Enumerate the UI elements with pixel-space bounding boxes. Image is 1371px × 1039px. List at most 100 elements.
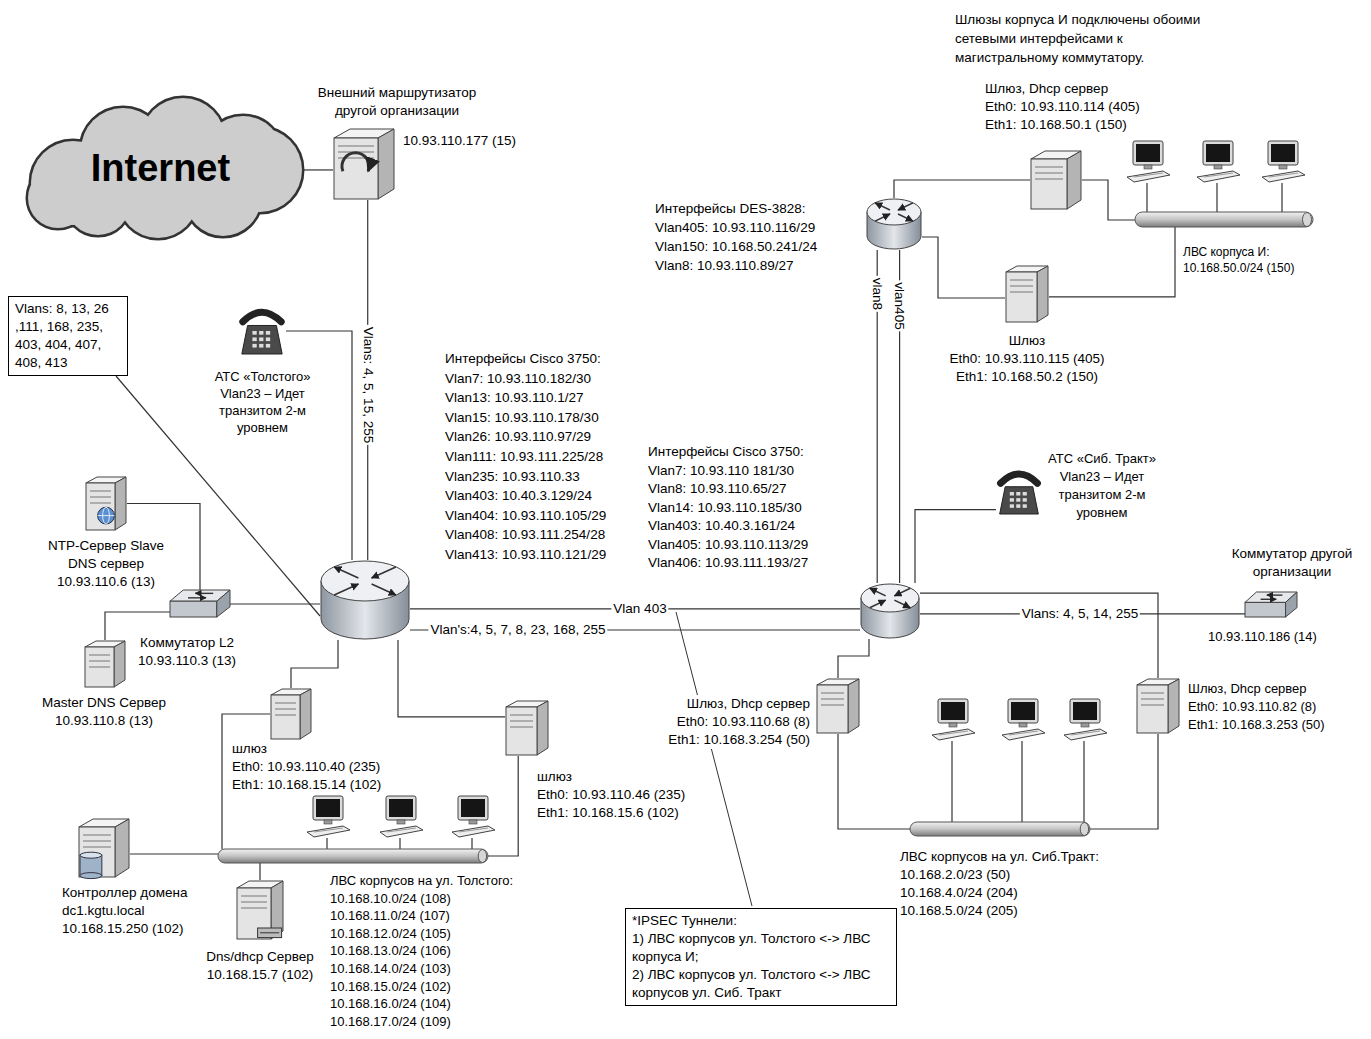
connector	[259, 863, 260, 880]
bus-icon	[910, 822, 1090, 836]
switch-icon	[170, 590, 230, 618]
note-box: *IPSEC Туннели:1) ЛВС корпусов ул. Толст…	[625, 908, 897, 1006]
node-text: шлюз	[537, 768, 572, 786]
node-text: Внешний маршрутизатор другой организации	[307, 84, 487, 120]
node-text: Dns/dhcp Сервер	[206, 948, 314, 966]
text-group: Коммутатор другой организации	[1222, 545, 1362, 581]
text-group: Master DNS Сервер10.93.110.8 (13)	[40, 694, 168, 730]
node-text: Коммутатор L2	[140, 634, 234, 652]
edge-label: Vlans: 4, 5, 15, 255	[361, 325, 376, 445]
node-text: 10.168.16.0/24 (104)	[330, 995, 451, 1013]
node-text: Vlan405: 10.93.110.116/29	[655, 218, 815, 237]
pc-icon	[932, 699, 975, 740]
node-text: 10.168.50.0/24 (150)	[1183, 260, 1294, 276]
text-group: Шлюз, Dhcp серверEth0: 10.93.110.82 (8)E…	[1188, 680, 1366, 734]
node-text: Vlan408: 10.93.111.254/28	[445, 525, 605, 545]
cloud-node: Internet	[18, 98, 303, 238]
text-group: Dns/dhcp Сервер10.168.15.7 (102)	[195, 948, 325, 984]
pbx-node: АТС «Сиб. Тракт» Vlan23 – Идет транзитом…	[996, 470, 1042, 514]
connector	[286, 331, 352, 560]
node-text: 10.93.110.6 (13)	[57, 573, 155, 591]
leader-line	[676, 612, 752, 906]
text-group: Интерфейсы Cisco 3750:Vlan7: 10.93.110.1…	[445, 349, 660, 565]
text-group: NTP-Сервер Slave DNS сервер10.93.110.6 (…	[43, 537, 169, 591]
text-group: АТС «Толстого» Vlan23 – Идет транзитом 2…	[205, 368, 320, 436]
text-group: 10.93.110.186 (14)	[1208, 628, 1338, 646]
router-icon	[866, 198, 922, 250]
node-text: 10.93.110.3 (13)	[138, 652, 236, 670]
text-group: Коммутатор L210.93.110.3 (13)	[127, 634, 247, 670]
node-text: Интерфейсы DES-3828:	[655, 199, 806, 218]
lan-bus: ЛВС корпусов на ул. Сиб.Тракт:10.168.2.0…	[910, 822, 1090, 836]
node-text: Контроллер домена dc1.kgtu.local	[62, 884, 222, 920]
node-text: Vlan7: 10.93.110.182/30	[445, 369, 591, 389]
node-text: Шлюз	[1009, 332, 1046, 350]
server-icon	[816, 678, 860, 734]
bus-icon	[218, 849, 488, 863]
pbx-node: АТС «Толстого» Vlan23 – Идет транзитом 2…	[238, 308, 286, 354]
node-text: Vlan111: 10.93.111.225/28	[445, 447, 603, 467]
connector	[230, 603, 320, 604]
node-text: Vlan7: 10.93.110 181/30	[648, 462, 794, 481]
connector	[303, 169, 333, 170]
note-box: Vlans: 8, 13, 26 ,111, 168, 235, 403, 40…	[8, 296, 128, 376]
ext-icon	[333, 128, 395, 200]
node-text: Vlan403: 10.40.3.161/24	[648, 517, 795, 536]
node-text: *IPSEC Туннели:	[632, 912, 737, 930]
node-text: 10.168.4.0/24 (204)	[900, 884, 1018, 902]
node-text: 10.168.5.0/24 (205)	[900, 902, 1018, 920]
note-label: Шлюзы корпуса И подключены обоими сетевы…	[955, 10, 1227, 67]
server-icon	[1136, 678, 1180, 734]
core-switch: Интерфейсы Cisco 3750:Vlan7: 10.93.110 1…	[860, 583, 920, 639]
node-text: Шлюз, Dhcp сервер	[687, 695, 810, 713]
router-icon	[860, 583, 920, 639]
connector	[915, 510, 996, 583]
node-text: 10.93.110.177 (15)	[403, 132, 516, 150]
node-text: Eth0: 10.93.110.82 (8)	[1188, 698, 1316, 716]
pc-icon	[307, 796, 350, 837]
edge-label: Vlans: 4, 5, 14, 255	[1020, 606, 1140, 621]
phone-icon	[996, 470, 1042, 514]
switch-node: Коммутатор другой организации10.93.110.1…	[1245, 592, 1297, 618]
connector	[838, 734, 910, 829]
node-text: Eth1: 10.168.3.254 (50)	[668, 731, 810, 749]
pc-icon	[1127, 141, 1170, 182]
edge-label-holder: vlan405	[891, 280, 907, 331]
node-text: 1) ЛВС корпусов ул. Толстого <-> ЛВС кор…	[632, 930, 890, 966]
node-text: Eth1: 10.168.3.253 (50)	[1188, 716, 1325, 734]
gateway-node: шлюзEth0: 10.93.110.40 (235)Eth1: 10.168…	[270, 688, 312, 740]
node-text: 10.168.14.0/24 (103)	[330, 960, 451, 978]
server-icon	[1030, 150, 1082, 210]
server2-icon	[236, 880, 284, 940]
node-text: Vlan15: 10.93.110.178/30	[445, 408, 599, 428]
edge-label-holder: Vlan 403	[611, 601, 668, 617]
node-text: Internet	[91, 146, 230, 190]
node-text: Vlan406: 10.93.111.193/27	[648, 554, 808, 573]
server-icon	[84, 640, 126, 688]
node-text: Vlan8: 10.93.110.65/27	[648, 480, 787, 499]
text-group: шлюзEth0: 10.93.110.46 (235)Eth1: 10.168…	[537, 768, 707, 822]
node-text: Eth0: 10.93.110.40 (235)	[232, 758, 380, 776]
node-text: 2) ЛВС корпусов ул. Толстого <-> ЛВС кор…	[632, 966, 890, 1002]
text-group: Internet	[18, 146, 303, 190]
pc-icon	[1197, 141, 1240, 182]
server-icon	[505, 700, 549, 756]
connector	[1049, 227, 1175, 297]
lan-bus: ЛВС корпусов на ул. Толстого:10.168.10.0…	[218, 849, 488, 863]
node-text: 10.168.12.0/24 (105)	[330, 925, 451, 943]
edge-label: Vlan's:4, 5, 7, 8, 23, 168, 255	[428, 622, 607, 637]
server-icon	[270, 688, 312, 740]
node-text: Eth0: 10.93.110.68 (8)	[677, 713, 810, 731]
node-text: Vlan235: 10.93.110.33	[445, 467, 580, 487]
node-text: Vlan413: 10.93.110.121/29	[445, 545, 606, 565]
pc-icon	[380, 796, 423, 837]
pc-icon	[1002, 699, 1045, 740]
edge-label: vlan8	[870, 276, 885, 312]
node-text: 10.93.110.8 (13)	[55, 712, 153, 730]
node-text: Eth0: 10.93.110.114 (405)	[985, 98, 1140, 116]
node-text: Шлюз, Dhcp сервер	[985, 80, 1108, 98]
node-text: Master DNS Сервер	[42, 694, 166, 712]
node-text: Eth1: 10.168.50.2 (150)	[956, 368, 1098, 386]
node-text: шлюз	[232, 740, 267, 758]
